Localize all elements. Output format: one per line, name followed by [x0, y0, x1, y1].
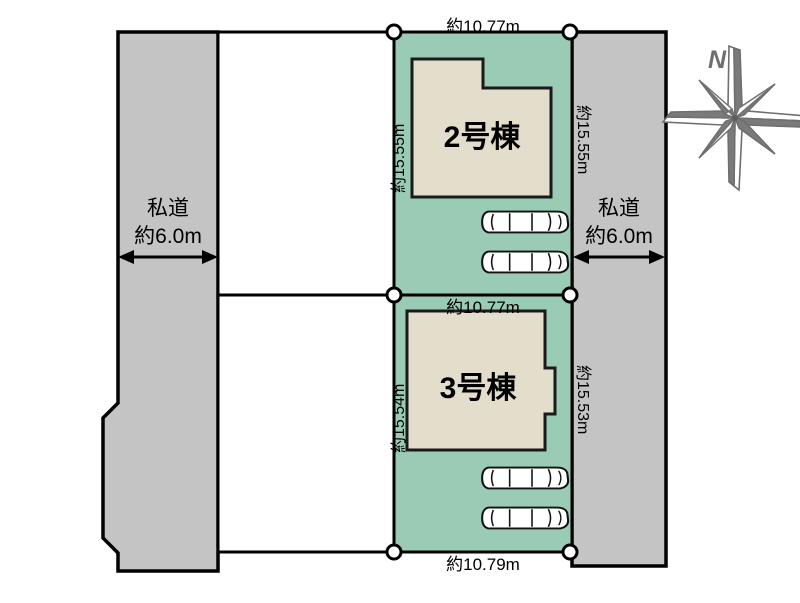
road-left-label: 私道 — [147, 197, 189, 220]
road-right-width-arrow — [573, 250, 665, 264]
parking-car-lot2-2 — [481, 250, 570, 274]
building-2-footprint — [410, 57, 553, 199]
parking-car-lot3-1 — [481, 466, 570, 490]
dimension-upper-right-depth: 約15.55m — [574, 105, 591, 175]
compass-rose-icon — [661, 44, 800, 192]
boundary-marker-nodes — [385, 23, 579, 561]
road-left-width-arrow — [118, 250, 218, 264]
road-left-width-label: 約6.0m — [134, 225, 202, 248]
road-right-width-label: 約6.0m — [585, 225, 653, 248]
lot-plain-lower — [216, 293, 396, 554]
road-right-shape — [570, 30, 668, 568]
dimension-top-width: 約10.77m — [446, 17, 520, 36]
building-3-footprint — [405, 309, 557, 452]
parking-car-lot2-1 — [481, 210, 570, 234]
compass-north-label: N — [708, 46, 727, 74]
dimension-middle-width: 約10.77m — [446, 298, 520, 317]
road-right-label: 私道 — [598, 197, 640, 220]
building-2-label: 2号棟 — [443, 121, 521, 154]
building-3-label: 3号棟 — [439, 372, 517, 405]
dimension-upper-left-depth: 約15.55m — [391, 123, 408, 193]
lot-plain-upper — [216, 30, 396, 297]
dimension-lower-right-depth: 約15.53m — [574, 365, 591, 435]
dimension-bottom-width: 約10.79m — [446, 555, 520, 574]
parking-car-lot3-2 — [481, 506, 570, 530]
dimension-lower-left-depth: 約15.54m — [391, 383, 408, 453]
road-left-shape — [101, 30, 220, 573]
